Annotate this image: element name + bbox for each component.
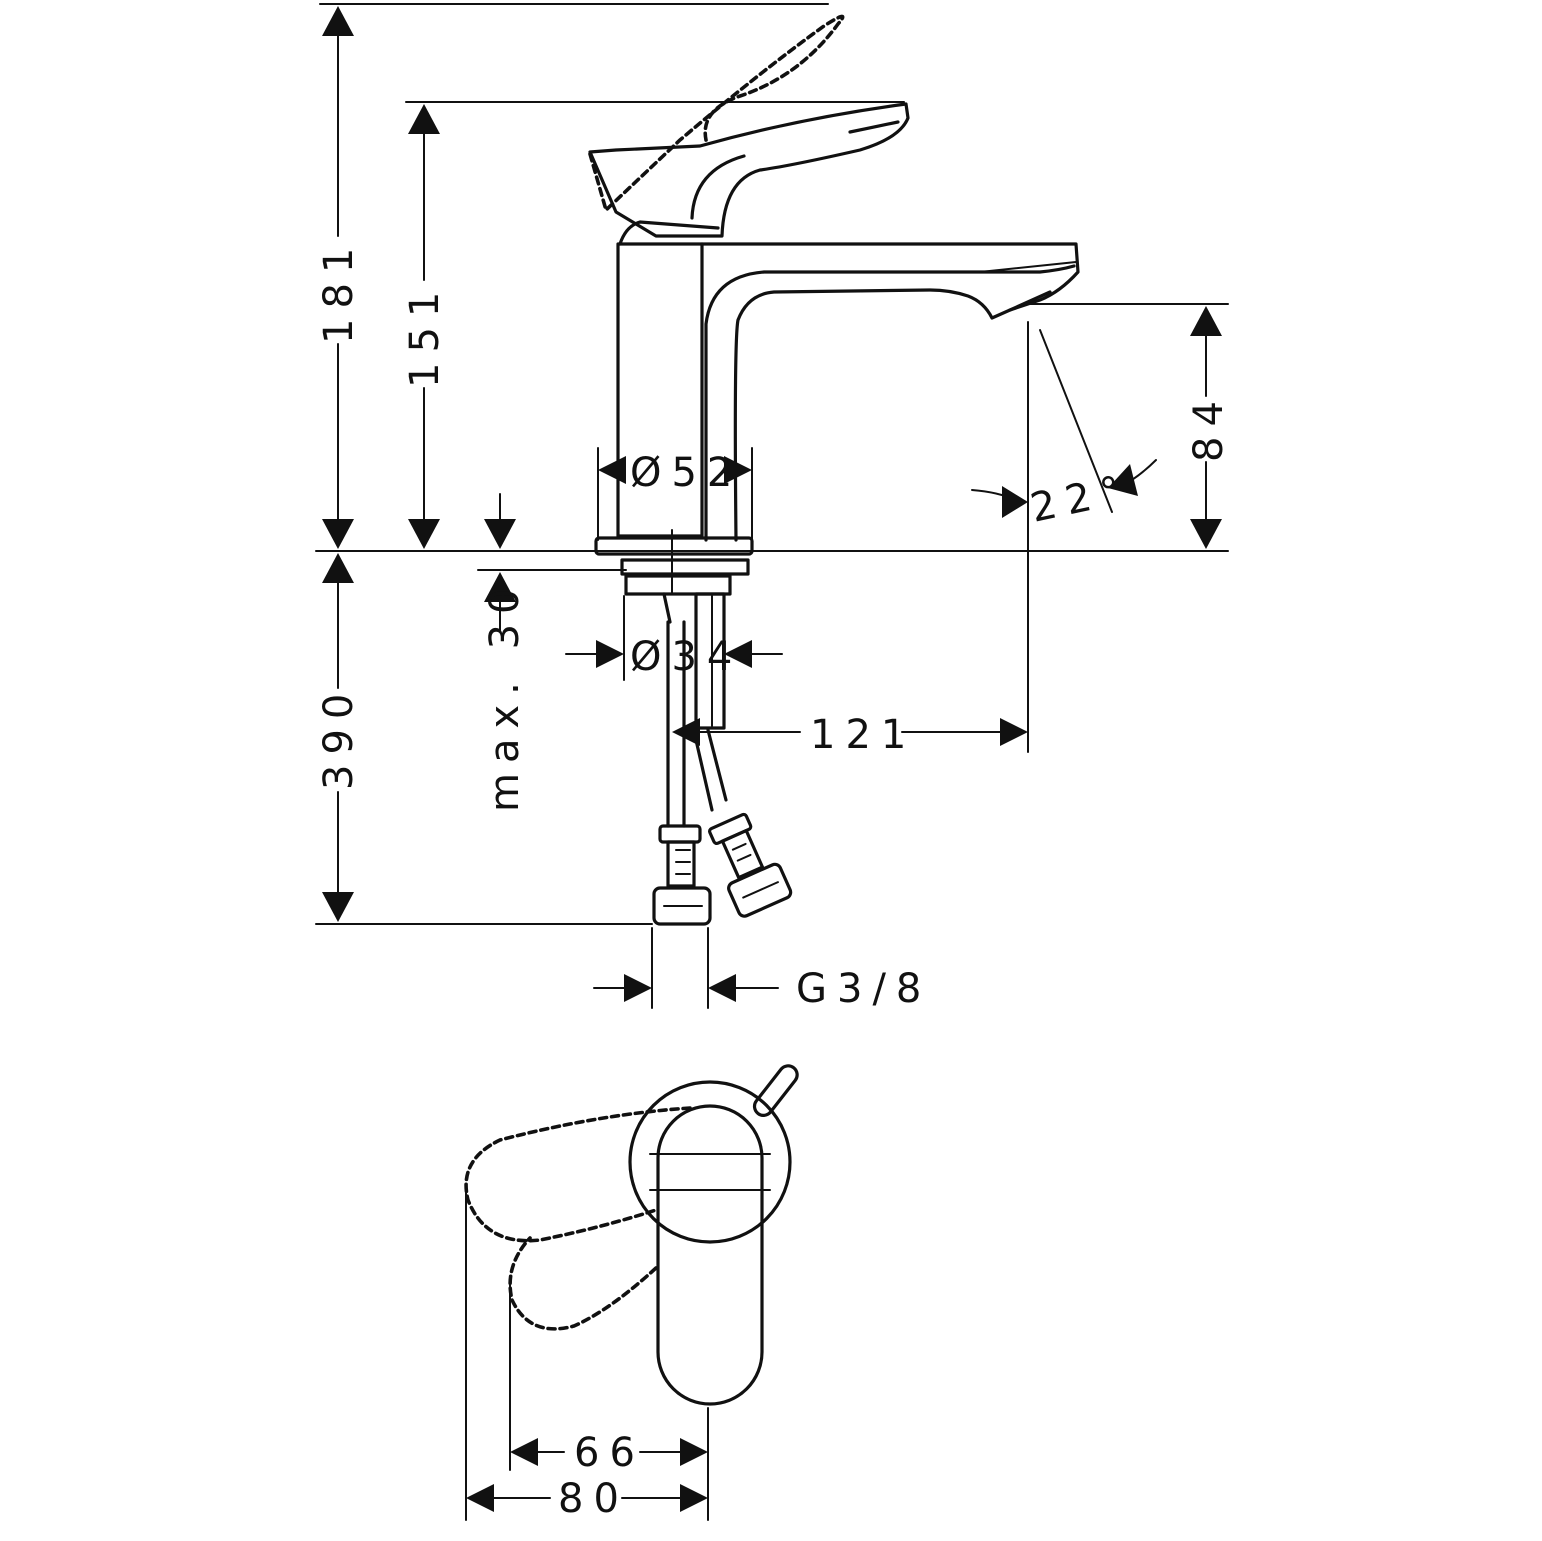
dim-spout-reach: 121 — [810, 712, 916, 758]
dim-spray-angle: 22° — [1027, 466, 1135, 532]
dim-lever-swing-outer: 80 — [558, 1476, 629, 1522]
faucet-side-view — [315, 3, 1229, 1009]
dimension-lines — [322, 6, 1222, 1002]
dim-thread-diameter: Ø34 — [630, 634, 742, 680]
dim-overall-height: 181 — [316, 238, 362, 344]
dim-lever-height: 151 — [402, 282, 448, 388]
faucet-top-view — [464, 1064, 799, 1521]
dim-connection-thread: G3/8 — [796, 966, 931, 1012]
dim-hose-length: 390 — [316, 684, 362, 790]
dim-body-diameter: Ø52 — [630, 450, 742, 496]
dim-lever-swing-inner: 66 — [574, 1430, 645, 1476]
dim-max-thickness: max. 30 — [482, 579, 528, 812]
dim-spout-height: 84 — [1186, 391, 1232, 462]
